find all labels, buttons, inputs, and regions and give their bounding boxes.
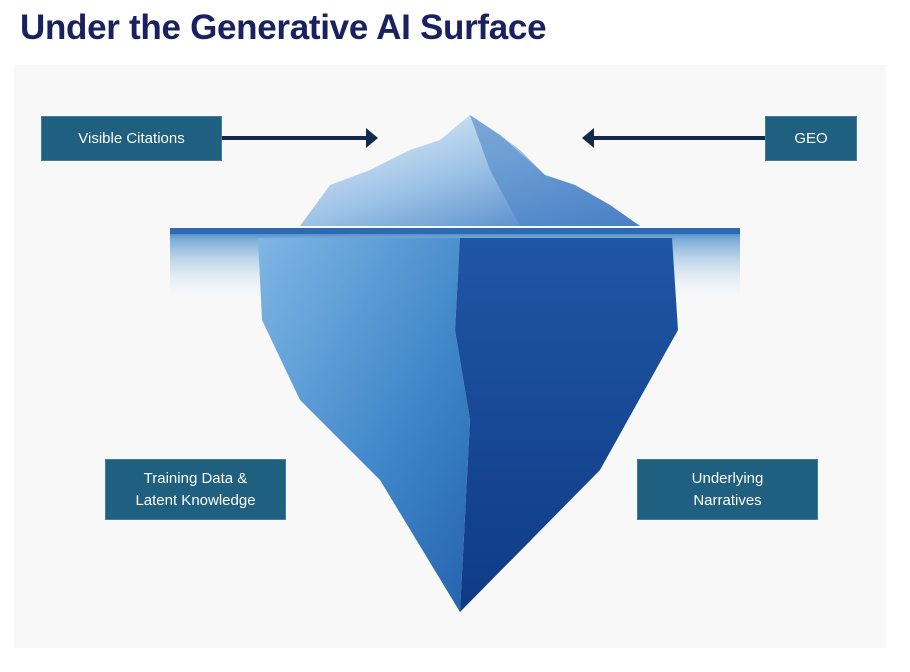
training-data-label: Training Data & Latent Knowledge bbox=[105, 459, 286, 520]
page-title: Under the Generative AI Surface bbox=[20, 8, 547, 47]
training-line-1: Training Data & bbox=[143, 469, 248, 487]
arrow-left bbox=[222, 128, 378, 148]
visible-citations-label: Visible Citations bbox=[41, 116, 222, 161]
narratives-line-1: Underlying bbox=[691, 469, 764, 487]
iceberg-underwater-left bbox=[258, 238, 470, 612]
iceberg-underwater-right bbox=[455, 238, 678, 612]
underlying-narratives-label: Underlying Narratives bbox=[637, 459, 818, 520]
geo-label: GEO bbox=[765, 116, 857, 161]
training-line-2: Latent Knowledge bbox=[135, 491, 256, 509]
arrow-right bbox=[582, 128, 765, 148]
visible-citations-text: Visible Citations bbox=[78, 129, 185, 147]
geo-text: GEO bbox=[794, 129, 828, 147]
narratives-line-2: Narratives bbox=[693, 491, 762, 509]
